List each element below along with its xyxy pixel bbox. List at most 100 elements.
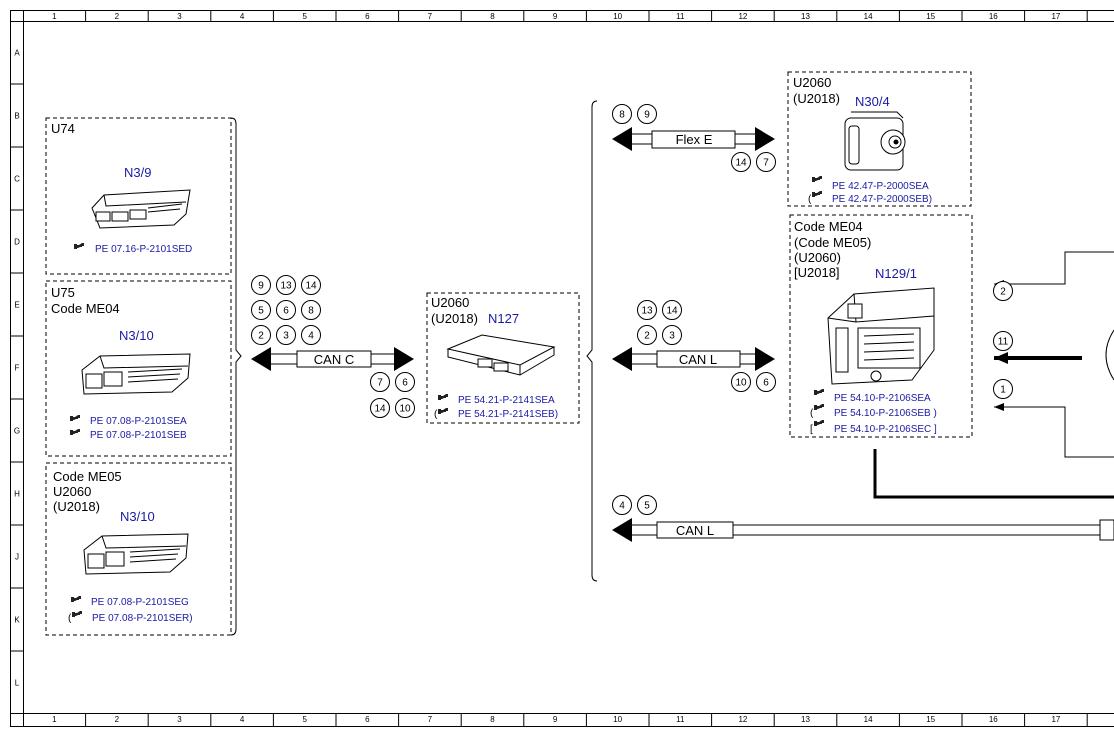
camera-module-icon	[845, 112, 905, 170]
reference-link[interactable]: PE 54.10-P-2106SEA	[834, 393, 931, 404]
ruler-column-label: 7	[428, 715, 433, 724]
pin-number: 14	[735, 158, 747, 169]
pin-number: 3	[669, 331, 675, 342]
group-brace	[587, 101, 597, 581]
pin-number: 7	[377, 378, 383, 389]
pin-number: 4	[619, 501, 625, 512]
ruler-column-label: 13	[801, 12, 810, 21]
pin-number: 5	[644, 501, 650, 512]
reference-link[interactable]: PE 07.08-P-2101SEB	[90, 430, 187, 441]
unit-title: U74	[51, 121, 75, 136]
reference-link[interactable]: PE 42.47-P-2000SEA	[832, 181, 929, 192]
bus-label: CAN C	[314, 352, 354, 367]
ruler-column-label: 10	[613, 715, 622, 724]
pin-number: 3	[283, 331, 289, 342]
ruler-column-label: 6	[365, 715, 370, 724]
ruler-row-label: K	[14, 616, 20, 625]
reference-link[interactable]: PE 54.10-P-2106SEB )	[834, 408, 937, 419]
pin-number: 13	[280, 281, 292, 292]
module-icon-n127	[448, 335, 554, 375]
ruler-column-label: 17	[1051, 12, 1060, 21]
ruler-row-label: F	[15, 364, 20, 373]
component-code: N3/9	[124, 165, 151, 180]
ecu-module-icon	[82, 354, 190, 394]
ruler-column-label: 14	[864, 12, 873, 21]
unit-subtitle: Code ME04	[51, 301, 120, 316]
ruler-column-label: 3	[177, 12, 182, 21]
pin-markers: 10 6	[732, 373, 776, 392]
pin-number: 5	[258, 306, 264, 317]
ruler-row-label: B	[14, 112, 19, 121]
ruler-row-label: A	[14, 49, 20, 58]
pin-markers: 14 7	[732, 153, 776, 172]
unit-title: Code ME05	[53, 469, 122, 484]
component-code: N3/10	[120, 509, 155, 524]
bus-label: Flex E	[676, 132, 713, 147]
bracket: (	[434, 409, 438, 420]
ecu-module-icon	[84, 534, 188, 574]
ruler-column-label: 7	[428, 12, 433, 21]
reference-link[interactable]: PE 07.08-P-2101SEG	[91, 597, 189, 608]
ruler-column-label: 9	[553, 12, 558, 21]
flex-e-bus: Flex E	[612, 127, 775, 151]
pin-number: 1	[1000, 385, 1006, 396]
ruler-column-label: 8	[490, 715, 495, 724]
pin-number: 8	[308, 306, 314, 317]
can-c-bus: CAN C	[251, 347, 414, 371]
pin-number: 10	[399, 404, 411, 415]
reference-link[interactable]: PE 54.10-P-2106SEC ]	[834, 424, 937, 435]
ruler-row-label: E	[14, 301, 19, 310]
ruler-row-label: L	[15, 679, 20, 688]
ruler-column-label: 8	[490, 12, 495, 21]
reference-link[interactable]: PE 54.21-P-2141SEB)	[458, 409, 558, 420]
unit-subtitle: (Code ME05)	[794, 235, 871, 250]
ruler-column-label: 6	[365, 12, 370, 21]
unit-subtitle: (U2060)	[794, 250, 841, 265]
ruler-column-label: 13	[801, 715, 810, 724]
unit-subtitle: U2060	[53, 484, 91, 499]
ruler-column-label: 15	[926, 12, 935, 21]
reference-link[interactable]: PE 07.08-P-2101SER)	[92, 613, 193, 624]
reference-link[interactable]: PE 07.08-P-2101SEA	[90, 416, 187, 427]
pin-number: 10	[735, 378, 747, 389]
reference-link[interactable]: PE 07.16-P-2101SED	[95, 244, 192, 255]
pin-number: 7	[763, 158, 769, 169]
ruler-column-label: 5	[302, 715, 307, 724]
ruler-column-label: 12	[738, 715, 747, 724]
pin-number: 13	[641, 306, 653, 317]
ruler-column-label: 16	[989, 715, 998, 724]
bracket: (	[808, 194, 812, 205]
ruler-column-label: 14	[864, 715, 873, 724]
pin-number: 11	[998, 337, 1009, 348]
ruler-row-label: D	[14, 238, 20, 247]
ruler-column-label: 4	[240, 715, 245, 724]
pin-number: 14	[666, 306, 678, 317]
ruler-row-label: C	[14, 175, 20, 184]
pin-number: 9	[258, 281, 264, 292]
pin-number: 2	[1000, 287, 1006, 298]
pin-number: 6	[763, 378, 769, 389]
group-brace	[231, 118, 241, 635]
ruler-column-label: 5	[302, 12, 307, 21]
ruler-column-label: 12	[738, 12, 747, 21]
unit-title: Code ME04	[794, 219, 863, 234]
pin-number: 8	[619, 110, 625, 121]
bracket: (	[810, 408, 814, 419]
ruler-column-label: 1	[52, 715, 57, 724]
reference-link[interactable]: PE 42.47-P-2000SEB)	[832, 194, 932, 205]
pin-number: 2	[258, 331, 264, 342]
power-line	[875, 449, 1114, 497]
pin-number: 9	[644, 110, 650, 121]
can-l-bus: CAN L	[612, 347, 775, 371]
unit-subtitle: (U2018)	[53, 499, 100, 514]
reference-link[interactable]: PE 54.21-P-2141SEA	[458, 395, 555, 406]
bracket: [	[810, 424, 813, 435]
pin-number: 2	[644, 331, 650, 342]
component-code: N129/1	[875, 266, 917, 281]
ruler-column-label: 11	[676, 715, 685, 724]
